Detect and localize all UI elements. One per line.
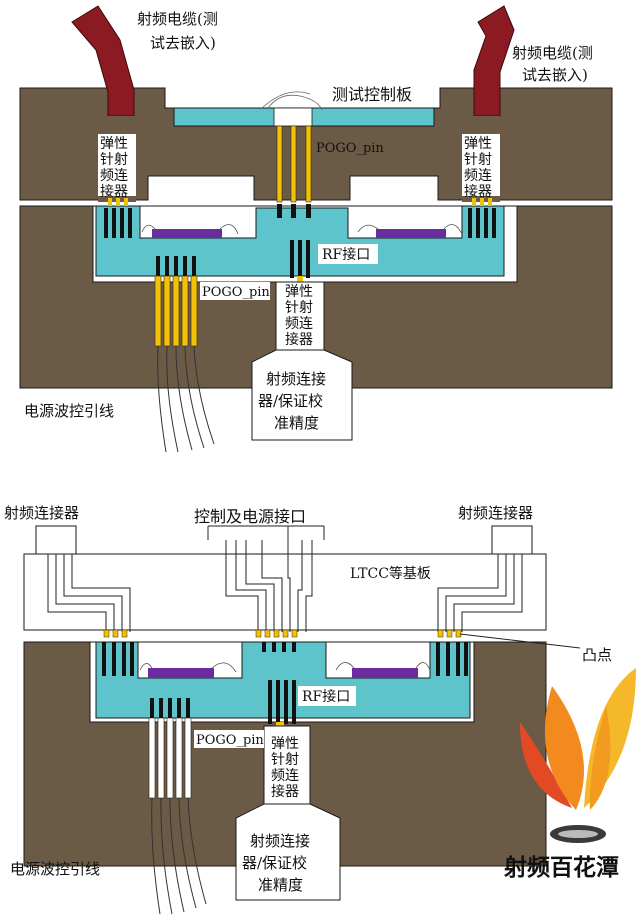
ltcc-substrate bbox=[23, 553, 547, 631]
svg-text:射频连接: 射频连接 bbox=[250, 832, 310, 850]
bottom-power-wires bbox=[151, 797, 207, 915]
svg-text:器/保证校: 器/保证校 bbox=[242, 854, 307, 872]
svg-text:针射: 针射 bbox=[285, 300, 313, 316]
bottom-pogo-label: POGO_pin bbox=[196, 733, 264, 748]
bottom-wirebond bbox=[139, 662, 431, 673]
logo-swoosh-inner bbox=[558, 830, 598, 838]
spring-left-label: 弹性 针射 频连 接器 bbox=[98, 134, 136, 200]
bottom2-rf-connector-body bbox=[235, 803, 341, 901]
svg-text:射频连接: 射频连接 bbox=[266, 370, 326, 388]
bottom-spring-label: 弹性 针射 频连 接器 bbox=[271, 736, 299, 800]
rf-cable-right-label: 射频电缆(测 bbox=[512, 44, 593, 62]
svg-text:弹性: 弹性 bbox=[100, 136, 128, 152]
test-board-socket bbox=[273, 107, 313, 127]
bottom-chip-left bbox=[148, 668, 214, 678]
svg-text:频连: 频连 bbox=[100, 168, 128, 184]
rf-connector-left-box bbox=[35, 525, 77, 555]
rf-cable-left-label-2: 试去嵌入) bbox=[150, 34, 216, 52]
test-control-board-label: 测试控制板 bbox=[332, 85, 412, 104]
svg-text:弹性: 弹性 bbox=[271, 736, 299, 752]
test-board-wires bbox=[261, 91, 323, 111]
top-wirebond-right bbox=[357, 224, 463, 235]
spring-connector-left-pins bbox=[104, 198, 132, 238]
power-lines-label: 电源波控引线 bbox=[24, 402, 114, 420]
bottom-chip-right bbox=[352, 668, 418, 678]
top-power-wires bbox=[157, 345, 215, 453]
svg-text:准精度: 准精度 bbox=[258, 876, 303, 894]
svg-text:弹性: 弹性 bbox=[285, 284, 313, 300]
rf-connector-label: 射频连接 器/保证校 准精度 bbox=[258, 370, 326, 432]
svg-text:频连: 频连 bbox=[271, 768, 299, 784]
control-power-lines bbox=[207, 525, 325, 632]
rf-connector-left-lines bbox=[47, 554, 131, 632]
top-wirebond-left bbox=[141, 224, 239, 235]
bottom-rf-interface-label: RF接口 bbox=[302, 688, 350, 705]
top-rf-interface-label: RF接口 bbox=[322, 246, 370, 263]
spring-right-label: 弹性 针射 频连 接器 bbox=[462, 134, 500, 200]
bottom-power-lines-label: 电源波控引线 bbox=[10, 860, 100, 878]
svg-text:频连: 频连 bbox=[285, 316, 313, 332]
svg-text:弹性: 弹性 bbox=[464, 136, 492, 152]
logo-text: 射频百花潭 bbox=[503, 854, 619, 881]
top-chip-right bbox=[376, 229, 446, 238]
rf-conn-left-label: 射频连接器 bbox=[4, 504, 79, 522]
pogo-bottom-label-bg bbox=[200, 282, 270, 300]
pogo-top-label: POGO_pin bbox=[316, 141, 384, 156]
bottom-spring-connector-body bbox=[275, 281, 325, 351]
top-power-pins-upper bbox=[156, 256, 196, 276]
logo-petal-gold bbox=[589, 706, 611, 810]
bottom-rf-connector-label: 射频连接 器/保证校 准精度 bbox=[242, 832, 310, 894]
svg-text:接器: 接器 bbox=[464, 183, 492, 200]
svg-text:器/保证校: 器/保证校 bbox=[258, 392, 323, 410]
logo: 射频百花潭 bbox=[503, 668, 636, 881]
bump-leader-line bbox=[459, 633, 581, 649]
bottom-rf-interface-pins bbox=[268, 680, 296, 728]
rf-cable-left-label: 射频电缆(测 bbox=[137, 10, 218, 28]
spring-bottom-label: 弹性 针射 频连 接器 bbox=[285, 284, 313, 348]
bumps bbox=[103, 629, 462, 638]
top-rf-interface-label-bg bbox=[318, 244, 378, 264]
rf-connector-right-lines bbox=[437, 554, 523, 632]
bump-label: 凸点 bbox=[582, 646, 612, 664]
bottom-module-pins bbox=[102, 642, 468, 676]
bottom2-spring-connector-body bbox=[263, 725, 311, 805]
top-diagram: 射频电缆(测 试去嵌入) 射频电缆(测 试去嵌入) 测试控制板 POGO_pin… bbox=[19, 5, 613, 453]
rf-cable-right-label-2: 试去嵌入) bbox=[522, 66, 588, 84]
svg-text:接器: 接器 bbox=[271, 783, 299, 800]
svg-text:接器: 接器 bbox=[285, 331, 313, 348]
bottom-pogo-label-bg bbox=[194, 730, 264, 748]
logo-petal-orange bbox=[544, 686, 584, 810]
control-power-label: 控制及电源接口 bbox=[194, 507, 306, 526]
pogo-bottom-label: POGO_pin bbox=[202, 285, 270, 300]
bottom-power-pins bbox=[148, 698, 192, 799]
spring-connector-right-pins bbox=[468, 198, 496, 238]
top-chip-left bbox=[152, 229, 222, 238]
rf-conn-right-label: 射频连接器 bbox=[458, 504, 533, 522]
bottom-rf-interface-label-bg bbox=[298, 686, 356, 706]
top-rf-interface-pins bbox=[290, 240, 310, 282]
svg-text:准精度: 准精度 bbox=[274, 414, 319, 432]
bottom-rf-connector-body bbox=[251, 349, 353, 441]
svg-text:针射: 针射 bbox=[100, 152, 128, 168]
top-pogo-pins bbox=[276, 125, 312, 218]
svg-text:接器: 接器 bbox=[100, 183, 128, 200]
ltcc-label: LTCC等基板 bbox=[350, 565, 431, 582]
rf-connector-right-box bbox=[491, 525, 533, 555]
svg-text:针射: 针射 bbox=[464, 152, 492, 168]
svg-text:针射: 针射 bbox=[271, 752, 299, 768]
svg-text:频连: 频连 bbox=[464, 168, 492, 184]
bottom-diagram: 射频连接器 控制及电源接口 射频连接器 LTCC等基板 凸点 RF接口 POGO… bbox=[4, 504, 612, 915]
